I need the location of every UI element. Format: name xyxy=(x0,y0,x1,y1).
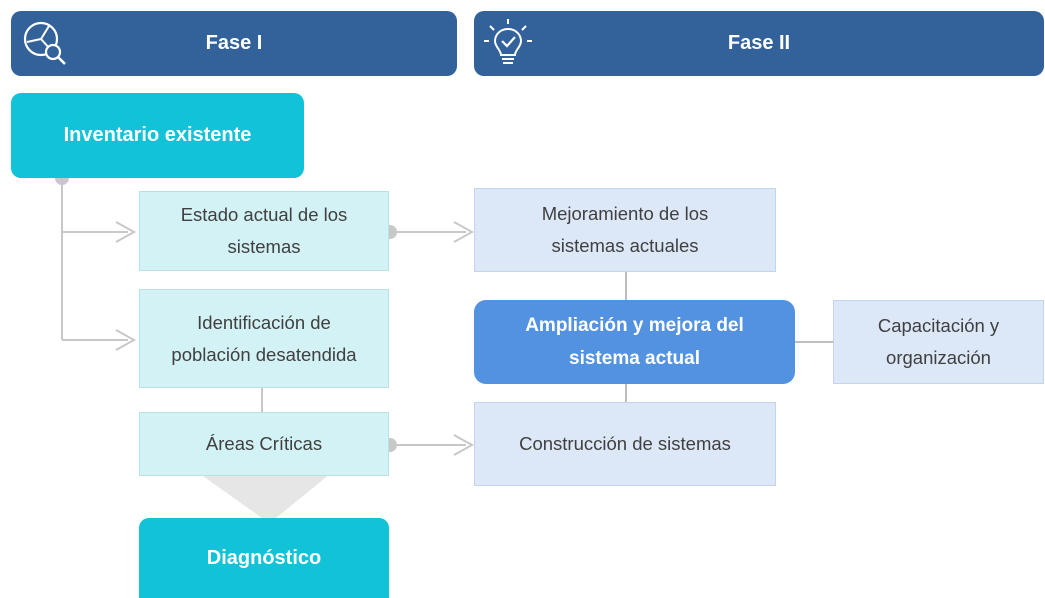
node-capacitacion-label: Capacitación y organización xyxy=(877,315,1000,368)
phase-1-label: Fase I xyxy=(205,32,263,54)
node-ampliacion: Ampliación y mejora del sistema actual xyxy=(474,300,795,384)
lightbulb-icon xyxy=(484,19,532,64)
areas-construccion-arrow xyxy=(453,434,475,456)
branch-identificacion-arrow xyxy=(115,329,137,351)
phase-header-1: Fase I xyxy=(11,11,457,76)
estado-mejoramiento-arrow xyxy=(453,221,475,243)
phase-2-label: Fase II xyxy=(727,32,791,54)
branch-estado-arrow xyxy=(115,221,137,243)
node-ampliacion-label: Ampliación y mejora del sistema actual xyxy=(525,315,744,369)
node-capacitacion: Capacitación y organización xyxy=(833,300,1044,384)
funnel-connector xyxy=(200,474,330,518)
node-identificacion-label: Identificación de población desatendida xyxy=(171,311,357,365)
phase-header-2: Fase II xyxy=(474,11,1044,76)
node-inventario: Inventario existente xyxy=(11,93,304,178)
node-mejoramiento: Mejoramiento de los sistemas actuales xyxy=(474,188,776,272)
node-areas-criticas: Áreas Críticas xyxy=(139,412,389,476)
node-diagnostico-label: Diagnóstico xyxy=(206,546,322,569)
node-construccion-label: Construcción de sistemas xyxy=(519,433,731,454)
node-inventario-label: Inventario existente xyxy=(63,124,252,146)
node-estado-actual: Estado actual de los sistemas xyxy=(139,191,389,271)
chart-search-icon xyxy=(23,21,66,65)
node-construccion: Construcción de sistemas xyxy=(474,402,776,486)
node-mejoramiento-label: Mejoramiento de los sistemas actuales xyxy=(541,203,709,256)
node-areas-criticas-label: Áreas Críticas xyxy=(205,433,323,454)
node-estado-actual-label: Estado actual de los sistemas xyxy=(180,204,348,257)
node-identificacion: Identificación de población desatendida xyxy=(139,289,389,388)
node-diagnostico: Diagnóstico xyxy=(139,518,389,598)
